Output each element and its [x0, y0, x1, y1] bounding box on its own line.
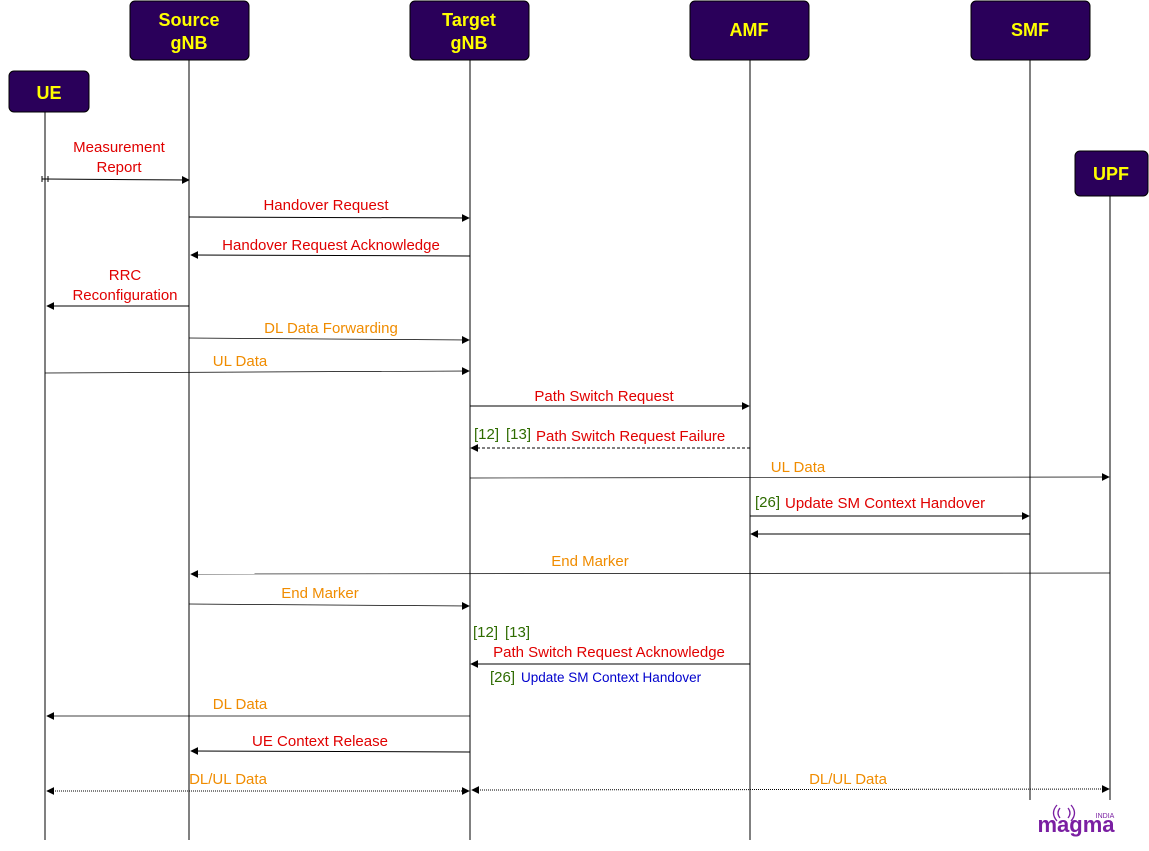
measurement-report-label-1: Measurement	[73, 139, 166, 156]
measurement-report-label-2: Report	[96, 159, 142, 176]
participant-amf-label: AMF	[730, 20, 769, 40]
participant-upf[interactable]: UPF	[1074, 150, 1149, 197]
path-switch-ack-ref-26: [26]	[490, 669, 515, 686]
message-ue-context-release: UE Context Release	[190, 733, 471, 756]
participant-target-gnb[interactable]: Target gNB	[409, 0, 530, 61]
participant-target-gnb-label-2: gNB	[451, 33, 488, 53]
rrc-reconfiguration-label-2: Reconfiguration	[72, 287, 177, 304]
dl-data-label: DL Data	[213, 696, 268, 713]
path-switch-ack-label: Path Switch Request Acknowledge	[493, 644, 725, 661]
dl-ul-data-1-label: DL/UL Data	[189, 771, 267, 788]
end-marker-1-label: End Marker	[551, 553, 629, 570]
message-dl-ul-data-1: DL/UL Data	[46, 771, 470, 795]
message-handover-request-ack: Handover Request Acknowledge	[190, 237, 471, 260]
message-end-marker-1: End Marker	[190, 553, 1111, 578]
rrc-reconfiguration-label-1: RRC	[109, 267, 142, 284]
message-handover-request: Handover Request	[188, 197, 470, 222]
path-switch-failure-ref-12: [12]	[474, 426, 499, 443]
participant-upf-label: UPF	[1093, 164, 1129, 184]
path-switch-failure-ref-13: [13]	[506, 426, 531, 443]
participant-source-gnb[interactable]: Source gNB	[129, 0, 250, 61]
message-rrc-reconfiguration: RRC Reconfiguration	[46, 267, 189, 310]
path-switch-failure-label: Path Switch Request Failure	[536, 428, 725, 445]
message-dl-ul-data-2: DL/UL Data	[471, 771, 1110, 794]
participant-smf[interactable]: SMF	[970, 0, 1091, 61]
message-dl-data-forwarding: DL Data Forwarding	[188, 320, 470, 344]
magma-logo-tag: INDIA	[1096, 813, 1115, 820]
message-ul-data-1: UL Data	[44, 353, 470, 376]
participant-source-gnb-label-1: Source	[158, 10, 219, 30]
message-end-marker-2: End Marker	[188, 585, 470, 610]
participant-ue-label: UE	[36, 83, 61, 103]
participant-source-gnb-label-2: gNB	[171, 33, 208, 53]
path-switch-ack-ref-12: [12]	[473, 624, 498, 641]
participant-smf-label: SMF	[1011, 20, 1049, 40]
end-marker-2-label: End Marker	[281, 585, 359, 602]
participant-amf[interactable]: AMF	[689, 0, 810, 61]
message-update-sm-context: [26] Update SM Context Handover	[750, 494, 1030, 520]
dl-ul-data-2-label: DL/UL Data	[809, 771, 887, 788]
message-path-switch-request: Path Switch Request	[470, 388, 750, 410]
lifelines	[44, 60, 1111, 840]
message-ul-data-2: UL Data	[469, 459, 1110, 482]
update-sm-context-ref-26: [26]	[755, 494, 780, 511]
participant-ue[interactable]: UE	[8, 70, 90, 113]
ue-context-release-label: UE Context Release	[252, 733, 388, 750]
ul-data-2-label: UL Data	[771, 459, 826, 476]
handover-request-label: Handover Request	[263, 197, 389, 214]
handover-request-ack-label: Handover Request Acknowledge	[222, 237, 440, 254]
path-switch-ack-ref-13: [13]	[505, 624, 530, 641]
update-sm-context-label: Update SM Context Handover	[785, 495, 985, 512]
message-path-switch-failure: [12] [13] Path Switch Request Failure	[470, 426, 750, 452]
dl-data-forwarding-label: DL Data Forwarding	[264, 320, 398, 337]
magma-logo: magma INDIA	[1037, 804, 1115, 837]
message-dl-data: DL Data	[46, 696, 470, 720]
magma-logo-text: magma	[1037, 812, 1115, 837]
path-switch-request-label: Path Switch Request	[534, 388, 674, 405]
message-measurement-report: Measurement Report	[41, 139, 190, 184]
message-path-switch-ack: [12] [13] Path Switch Request Acknowledg…	[470, 624, 750, 686]
path-switch-ack-sub-label: Update SM Context Handover	[521, 670, 702, 685]
participant-target-gnb-label-1: Target	[442, 10, 496, 30]
antenna-icon	[1052, 804, 1076, 822]
ul-data-1-label: UL Data	[213, 353, 268, 370]
